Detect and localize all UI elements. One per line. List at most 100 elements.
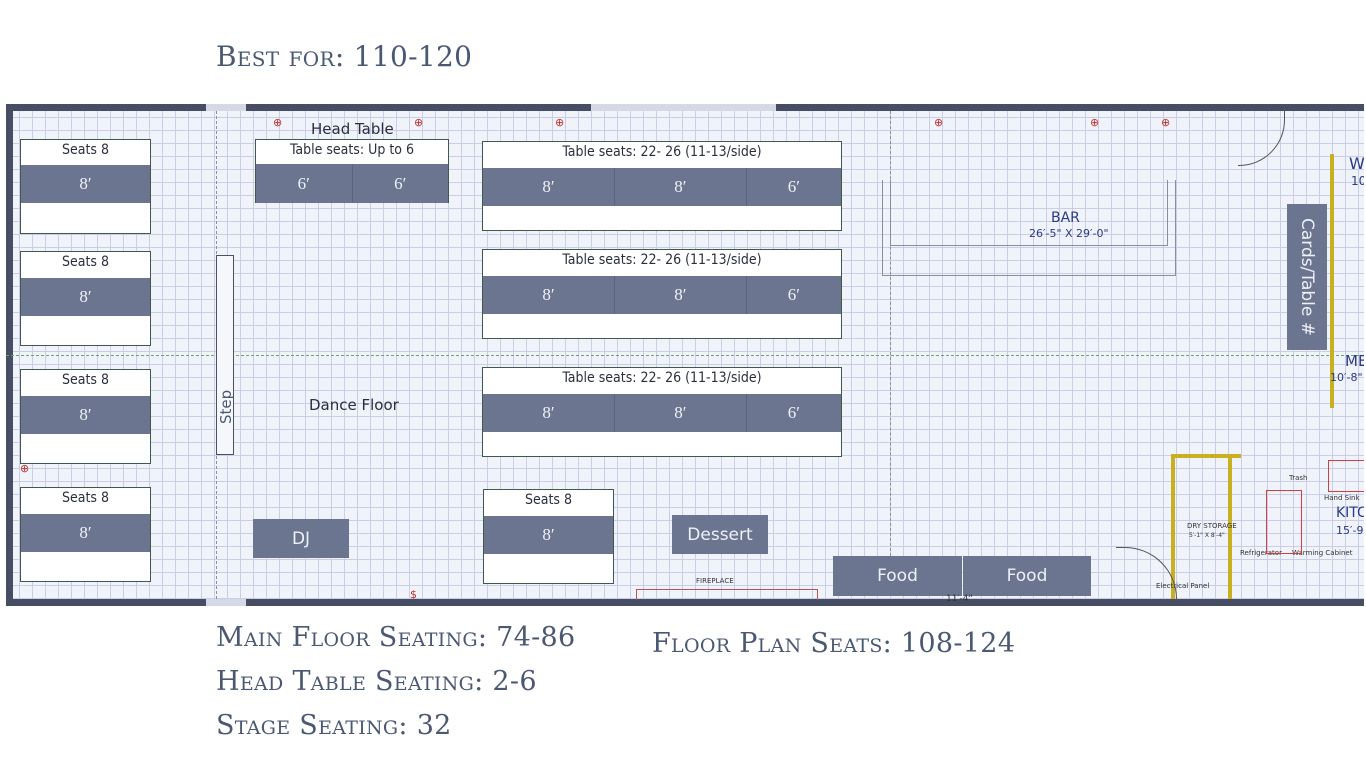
sink-fixture — [1266, 490, 1302, 554]
table-bar: 8′ — [21, 278, 150, 316]
stage-seating: Stage Seating: 32 — [216, 710, 452, 741]
head-table-title: Head Table — [311, 120, 394, 138]
table-segment: 8′ — [615, 394, 747, 432]
table-segment: 6′ — [787, 177, 800, 196]
table-caption: Seats 8 — [62, 142, 109, 158]
door-swing — [1238, 109, 1285, 166]
dance-floor-label: Dance Floor — [309, 396, 399, 414]
table-segment: 8′ — [615, 168, 747, 206]
table-segment: 6′ — [256, 164, 353, 203]
long-table-2[interactable]: Table seats: 22- 26 (11-13/side) 8′ 8′ 6… — [482, 249, 842, 339]
cards-table[interactable]: Cards/Table # — [1287, 204, 1327, 350]
sink-fixture-2 — [1328, 460, 1364, 492]
round-table-2[interactable]: Seats 8 8′ — [20, 251, 151, 346]
round-table-4[interactable]: Seats 8 8′ — [20, 487, 151, 582]
step: Step — [216, 255, 235, 455]
kitchen-label: KITC — [1336, 505, 1364, 521]
table-segment: 8′ — [483, 394, 615, 432]
outlet-icon: ⊕ — [1161, 116, 1171, 129]
dj-station[interactable]: DJ — [253, 519, 349, 558]
table-caption: Table seats: Up to 6 — [290, 142, 414, 158]
round-table-3[interactable]: Seats 8 8′ — [20, 369, 151, 464]
head-table-seating: Head Table Seating: 2-6 — [216, 666, 537, 697]
outlet-icon: ⊕ — [934, 116, 944, 129]
storage-wall-top — [1171, 454, 1241, 458]
table-length: 8′ — [542, 525, 555, 544]
cards-label: Cards/Table # — [1297, 218, 1317, 336]
table-bar: 8′ — [21, 396, 150, 434]
table-segment: 6′ — [787, 403, 800, 422]
table-segment: 6′ — [787, 285, 800, 304]
door-opening-north — [206, 104, 246, 111]
door-swing-south — [1116, 547, 1177, 600]
floor-plan-seats: Floor Plan Seats: 108-124 — [652, 628, 1016, 659]
storage-wall — [1171, 454, 1175, 599]
food-table-2[interactable]: Food — [963, 556, 1091, 596]
long-table-3[interactable]: Table seats: 22- 26 (11-13/side) 8′ 8′ 6… — [482, 367, 842, 457]
fireplace — [636, 589, 818, 600]
outlet-icon: ⊕ — [1090, 116, 1100, 129]
table-bar: 8′ 8′ 6′ — [483, 168, 841, 206]
south-wall — [6, 599, 1364, 606]
table-segment: 8′ — [615, 276, 747, 314]
table-caption: Table seats: 22- 26 (11-13/side) — [562, 370, 762, 386]
electrical-panel-label: Electrical Panel — [1156, 582, 1210, 590]
table-bar: 8′ — [21, 165, 150, 203]
hand-sink-label: Hand Sink — [1324, 494, 1360, 502]
fireplace-label: FIREPLACE — [696, 577, 734, 585]
w-room-label: W — [1349, 154, 1364, 173]
bar-counter — [882, 180, 1176, 276]
table-bar: 8′ 8′ 6′ — [483, 394, 841, 432]
dry-storage-dims: 5′-1" X 8′-4" — [1189, 532, 1225, 539]
refrigerator-label: Refrigerator — [1240, 549, 1282, 557]
centerline — [6, 355, 1364, 357]
floor-plan: ⊕ ⊕ ⊕ ⊕ ⊕ ⊕ ⊕ $ Seats 8 8′ Seats 8 8′ Se… — [6, 104, 1364, 606]
table-caption: Table seats: 22- 26 (11-13/side) — [562, 252, 762, 268]
window-north — [591, 104, 776, 111]
bar-dimensions: 26′-5" X 29′-0" — [1029, 227, 1109, 240]
bar-counter-inner — [890, 180, 1168, 246]
trash-label: Trash — [1289, 474, 1308, 482]
table-caption: Seats 8 — [62, 254, 109, 270]
me-room-dims: 10′-8" X — [1330, 371, 1364, 384]
bar-label: BAR — [1051, 210, 1080, 226]
table-segment: 8′ — [483, 276, 615, 314]
table-bar: 8′ — [21, 514, 150, 552]
long-table-1[interactable]: Table seats: 22- 26 (11-13/side) 8′ 8′ 6… — [482, 141, 842, 231]
w-room-dims: 10′ — [1351, 174, 1364, 188]
table-caption: Table seats: 22- 26 (11-13/side) — [562, 144, 762, 160]
dry-storage-label: DRY STORAGE — [1187, 522, 1237, 530]
east-room-wall — [1330, 154, 1334, 408]
main-floor-seating: Main Floor Seating: 74-86 — [216, 622, 576, 653]
best-for-heading: Best for: 110-120 — [216, 40, 473, 73]
table-length: 8′ — [79, 405, 92, 424]
table-length: 8′ — [79, 174, 92, 193]
table-bar: 8′ — [484, 516, 613, 554]
step-label: Step — [217, 389, 235, 424]
table-segment: 6′ — [394, 173, 407, 193]
food-table-1[interactable]: Food — [833, 556, 962, 596]
divider-line-east — [890, 111, 892, 556]
table-bar: 8′ 8′ 6′ — [483, 276, 841, 314]
table-caption: Seats 8 — [525, 492, 572, 508]
table-length: 8′ — [79, 287, 92, 306]
table-caption: Seats 8 — [62, 372, 109, 388]
outlet-icon: $ — [410, 588, 417, 601]
table-length: 8′ — [79, 523, 92, 542]
kitchen-dims: 15′-9" — [1336, 524, 1364, 537]
outlet-icon: ⊕ — [20, 462, 30, 475]
warming-cabinet-label: Warming Cabinet — [1292, 549, 1353, 557]
dessert-table[interactable]: Dessert — [672, 515, 768, 554]
bottom-dimension: 11′-4" — [946, 594, 973, 604]
head-table[interactable]: Table seats: Up to 6 6′ 6′ — [255, 139, 449, 203]
table-caption: Seats 8 — [62, 490, 109, 506]
door-opening-south — [206, 599, 246, 606]
center-table[interactable]: Seats 8 8′ — [483, 489, 614, 584]
outlet-icon: ⊕ — [414, 116, 424, 129]
kitchen-wall — [1228, 454, 1232, 599]
table-bar: 6′ 6′ — [256, 164, 448, 203]
round-table-1[interactable]: Seats 8 8′ — [20, 139, 151, 234]
outlet-icon: ⊕ — [555, 116, 565, 129]
table-segment: 8′ — [483, 168, 615, 206]
me-room-label: ME — [1345, 352, 1364, 370]
